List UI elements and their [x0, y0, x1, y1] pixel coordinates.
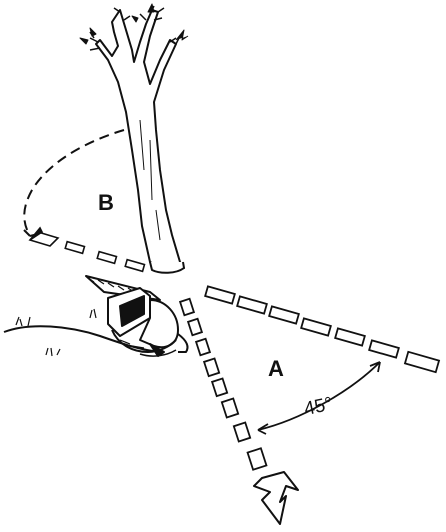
label-a: A: [268, 356, 284, 381]
chainsaw-icon: [85, 275, 189, 357]
angle-arc: [257, 361, 381, 435]
arrow-b-line: [28, 226, 146, 273]
dashed-line-right: [204, 285, 441, 374]
arrow-icon: [253, 471, 299, 525]
tree-icon: [79, 3, 189, 274]
fall-arc-b: [23, 129, 125, 237]
label-b: B: [98, 190, 114, 215]
felling-direction-a: [178, 297, 268, 471]
angle-label: 45°: [302, 394, 334, 421]
ground-line: [3, 308, 161, 357]
